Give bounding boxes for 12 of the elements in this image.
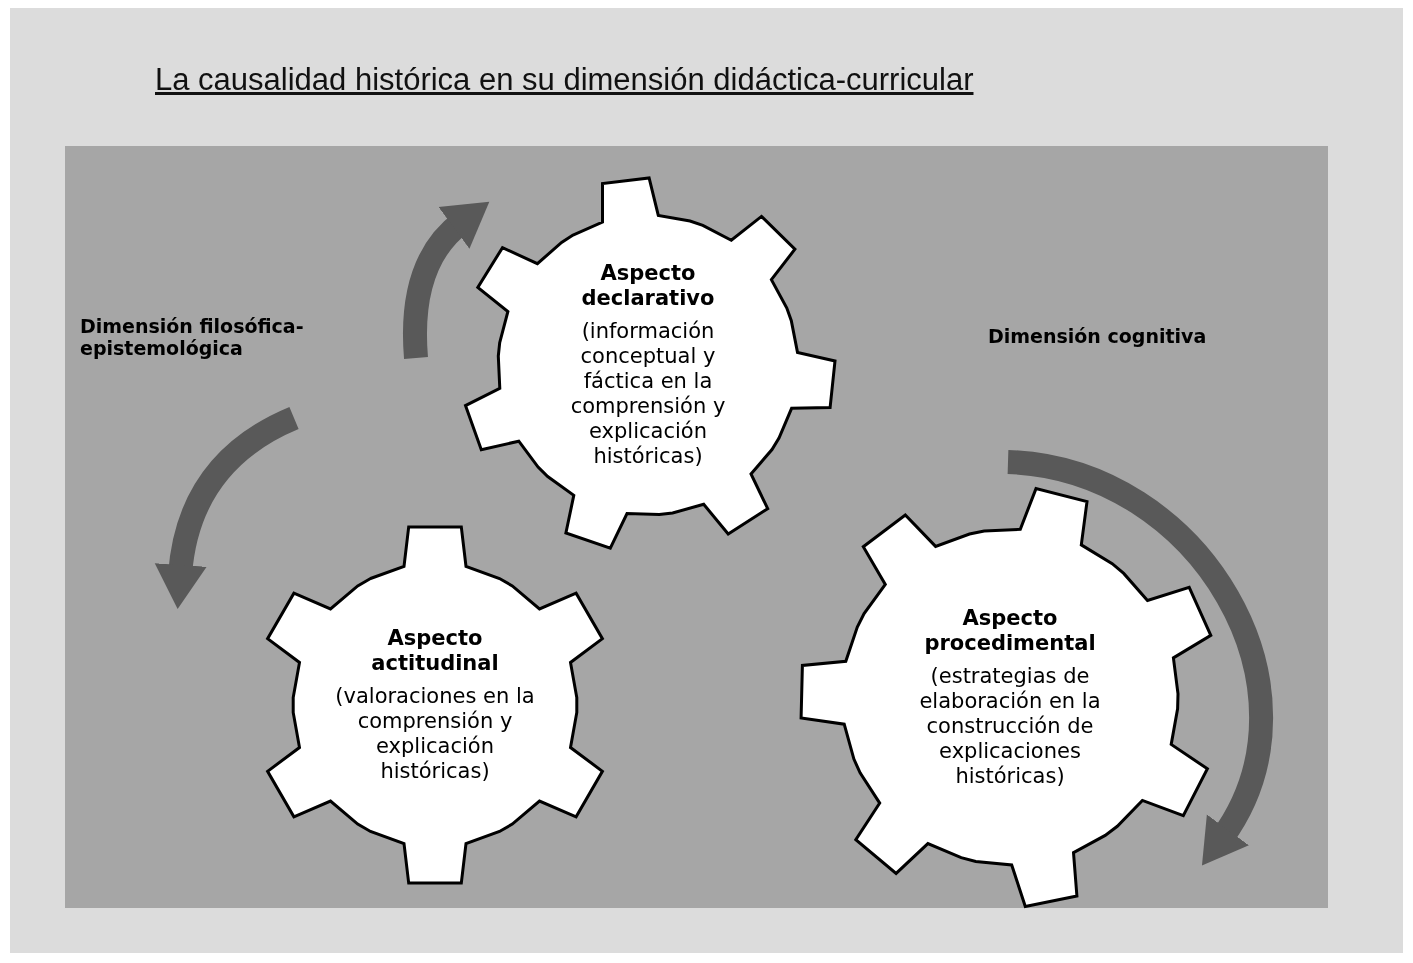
gear-heading: Aspecto procedimental: [923, 605, 1097, 656]
gear-description: (estrategias de elaboración en la construcción de explicaciones históricas): [918, 663, 1102, 789]
gear-heading: Aspecto declarativo: [580, 261, 716, 311]
title: La causalidad histórica en su dimensión didáctica-curricular: [155, 62, 974, 98]
curved-arrow: [155, 407, 300, 609]
dimension-label: Dimensión filosófica-epistemológica: [80, 315, 305, 359]
dimension-label: Dimensión cognitiva: [988, 325, 1208, 347]
curved-arrow: [1006, 450, 1273, 868]
gear-description: (valoraciones en la comprensión y explicación históricas): [335, 684, 535, 784]
curved-arrow: [403, 200, 489, 359]
gear-description: (información conceptual y fáctica en la comprensión y explicación históricas): [569, 319, 727, 469]
gear-heading: Aspecto actitudinal: [370, 626, 500, 676]
